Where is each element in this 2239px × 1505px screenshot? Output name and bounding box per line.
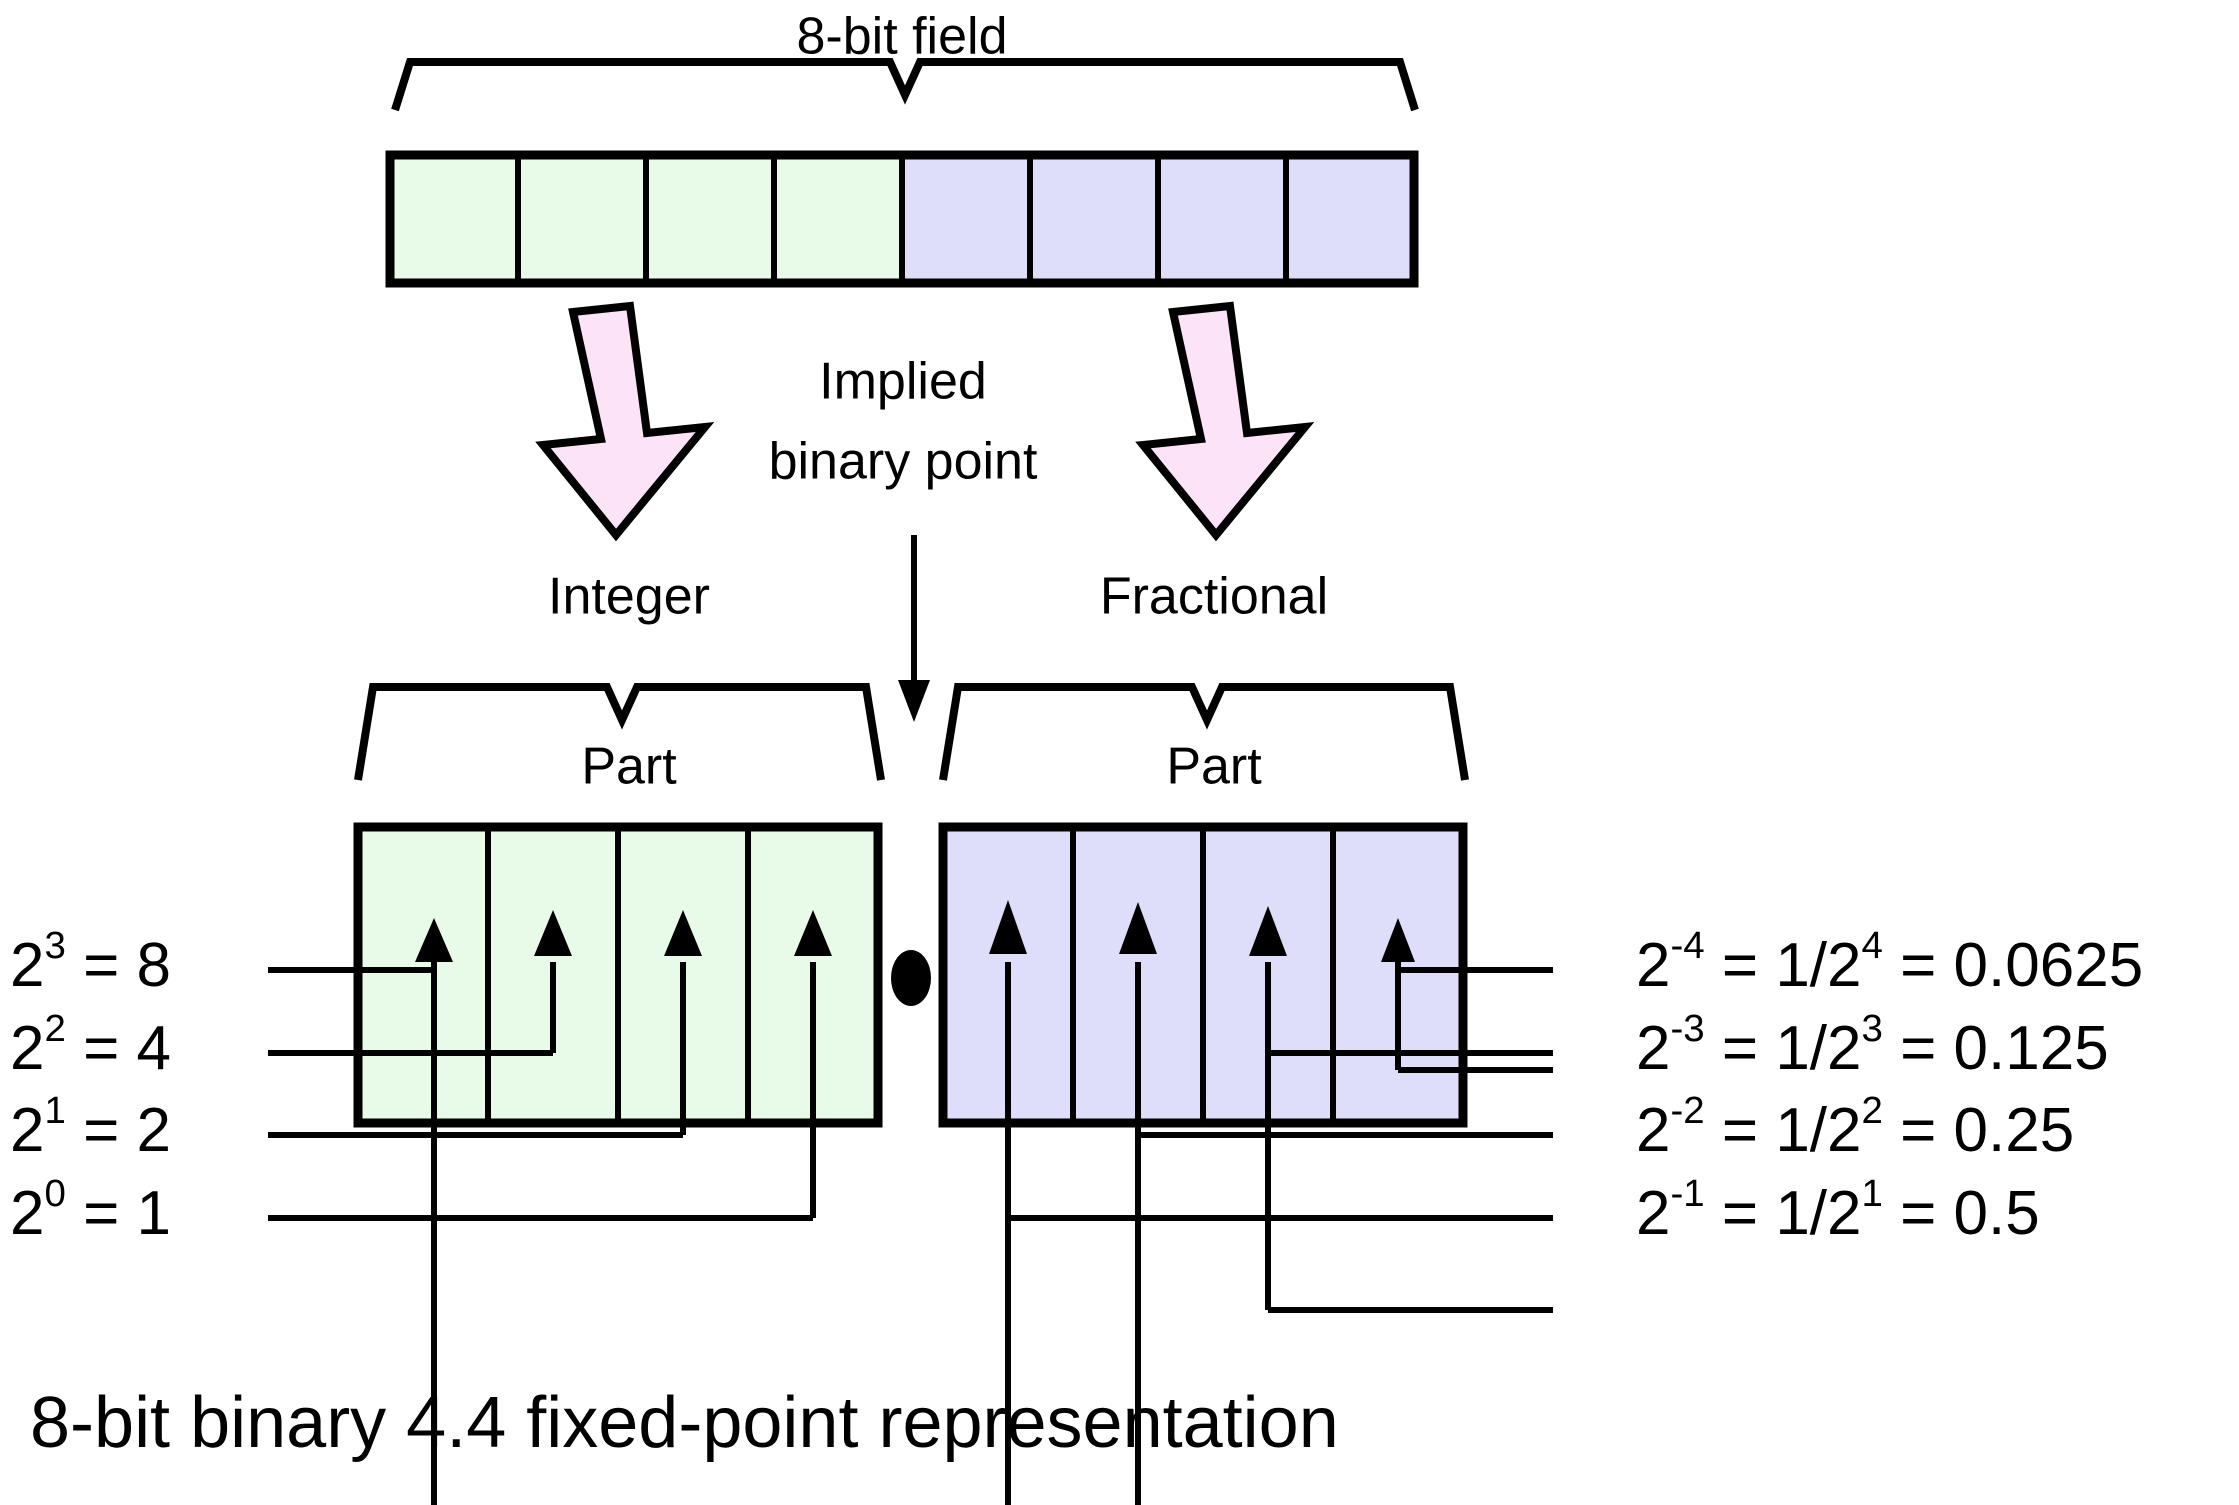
fractional-bit-field <box>938 822 1468 1128</box>
fractional-weight-label-2: 2-2 = 1/22 = 0.25 <box>1636 1089 2074 1165</box>
integer-weight-label-3: 23 = 8 <box>10 924 171 1000</box>
fractional-bit-field-outline <box>938 822 1468 1128</box>
leader-integer-3 <box>268 918 453 1505</box>
fractional-weight-label-3: 2-3 = 1/23 = 0.125 <box>1636 1007 2109 1083</box>
top-field-label: 8-bit field <box>797 8 1008 66</box>
leader-integer-1-arrowhead <box>664 910 702 956</box>
leader-fraction-rows <box>1005 962 1553 1221</box>
top-bit-cell-integer-2 <box>515 152 649 286</box>
leader-fraction-1-arrowhead <box>989 900 1027 954</box>
integer-weight-labels: 23 = 8 22 = 4 21 = 2 20 = 1 <box>10 924 171 1248</box>
integer-part-brace <box>354 683 885 781</box>
fractional-weight-labels: 2-4 = 1/24 = 0.0625 2-3 = 1/23 = 0.125 2… <box>1636 924 2143 1248</box>
implied-label-line2: binary point <box>769 433 1038 491</box>
top-field-brace <box>391 58 1419 112</box>
fractional-part-label-line1: Fractional <box>1100 568 1328 626</box>
leader-integer-1 <box>268 910 702 1138</box>
leader-fraction-4-arrowhead <box>1381 918 1415 962</box>
pink-arrow-left <box>535 301 715 542</box>
fractional-part-label-line2: Part <box>1166 738 1262 796</box>
integer-weight-label-1: 21 = 2 <box>10 1089 171 1165</box>
leader-integer-3-arrowhead <box>415 918 453 962</box>
integer-bit-field-outline <box>353 822 883 1128</box>
top-bit-cell-fraction-1 <box>899 152 1033 286</box>
fractional-part-brace <box>939 683 1469 781</box>
binary-point-dot <box>891 950 931 1006</box>
top-bit-cell-fraction-3 <box>1155 152 1289 286</box>
leader-integer-2-arrowhead <box>534 910 572 956</box>
diagram-caption: 8-bit binary 4.4 fixed-point representat… <box>30 1383 1339 1463</box>
leader-fraction-2-arrowhead <box>1119 902 1157 954</box>
integer-weight-label-2: 22 = 4 <box>10 1007 171 1083</box>
integer-part-label-line2: Part <box>581 738 677 796</box>
pink-arrow-right <box>1135 301 1315 542</box>
implied-point-arrow-head <box>898 680 930 722</box>
top-bit-cell-integer-0 <box>771 152 905 286</box>
leader-fraction-3-arrowhead <box>1249 906 1287 956</box>
leader-integer-2 <box>268 910 572 1056</box>
top-bit-cell-integer-3 <box>387 152 521 286</box>
top-bit-cell-fraction-2 <box>1027 152 1161 286</box>
fractional-weight-label-4: 2-4 = 1/24 = 0.0625 <box>1636 924 2143 1000</box>
leader-integer-0 <box>268 910 832 1221</box>
top-bit-field <box>385 150 1419 288</box>
implied-label-line1: Implied <box>819 353 987 411</box>
integer-bit-cell-3 <box>355 824 491 1126</box>
top-bit-field-outline <box>385 150 1419 288</box>
leader-integer-0-arrowhead <box>794 910 832 956</box>
fractional-weight-label-1: 2-1 = 1/21 = 0.5 <box>1636 1172 2040 1248</box>
integer-weight-label-0: 20 = 1 <box>10 1172 171 1248</box>
top-bit-cell-integer-1 <box>643 152 777 286</box>
integer-part-label-line1: Integer <box>548 568 710 626</box>
top-bit-cell-fraction-4 <box>1283 152 1417 286</box>
